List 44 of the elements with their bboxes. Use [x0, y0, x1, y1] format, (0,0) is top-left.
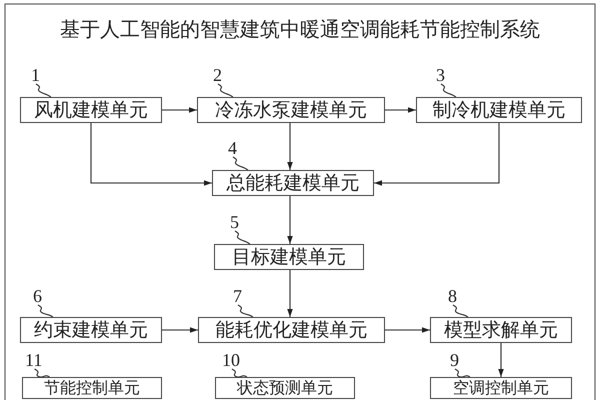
process-box: 冷冻水泵建模单元 — [197, 97, 385, 123]
process-box: 约束建模单元 — [20, 317, 162, 343]
callout-number: 2 — [213, 65, 222, 85]
arrow — [498, 343, 504, 377]
process-box: 模型求解单元 — [430, 317, 572, 343]
diagram-title: 基于人工智能的智慧建筑中暖通空调能耗节能控制系统 — [59, 16, 541, 43]
process-box: 制冷机建模单元 — [416, 97, 582, 123]
leader-line — [232, 368, 248, 378]
leader-line — [36, 84, 52, 98]
callout-number: 9 — [450, 350, 459, 370]
callout-number: 3 — [436, 65, 445, 85]
callout-number: 6 — [33, 286, 42, 306]
callout-number: 7 — [233, 286, 242, 306]
arrow — [385, 107, 416, 113]
process-box: 状态预测单元 — [215, 377, 355, 399]
arrow — [90, 123, 212, 186]
arrow — [374, 123, 500, 186]
process-box: 风机建模单元 — [20, 97, 162, 123]
leader-line — [452, 304, 468, 318]
arrow — [162, 107, 197, 113]
process-box: 节能控制单元 — [22, 377, 162, 399]
leader-line — [218, 84, 234, 98]
leader-line — [238, 304, 254, 318]
leader-line — [440, 84, 456, 98]
leader-line — [234, 230, 250, 244]
callout-number: 8 — [448, 286, 457, 306]
arrow — [287, 196, 293, 244]
callout-number: 11 — [25, 350, 42, 370]
leader-line — [232, 156, 248, 170]
leader-line — [38, 304, 54, 318]
callout-number: 4 — [228, 138, 237, 158]
process-box: 目标建模单元 — [214, 244, 364, 270]
callout-number: 10 — [222, 350, 240, 370]
arrow — [287, 123, 293, 170]
process-box: 空调控制单元 — [430, 377, 572, 399]
arrow — [162, 327, 198, 333]
callout-number: 5 — [230, 212, 239, 232]
arrow — [385, 327, 430, 333]
arrow — [287, 270, 293, 317]
leader-line — [454, 368, 470, 378]
process-box: 能耗优化建模单元 — [198, 317, 385, 343]
callout-number: 1 — [31, 65, 40, 85]
process-box: 总能耗建模单元 — [212, 170, 374, 196]
leader-line — [34, 368, 50, 378]
